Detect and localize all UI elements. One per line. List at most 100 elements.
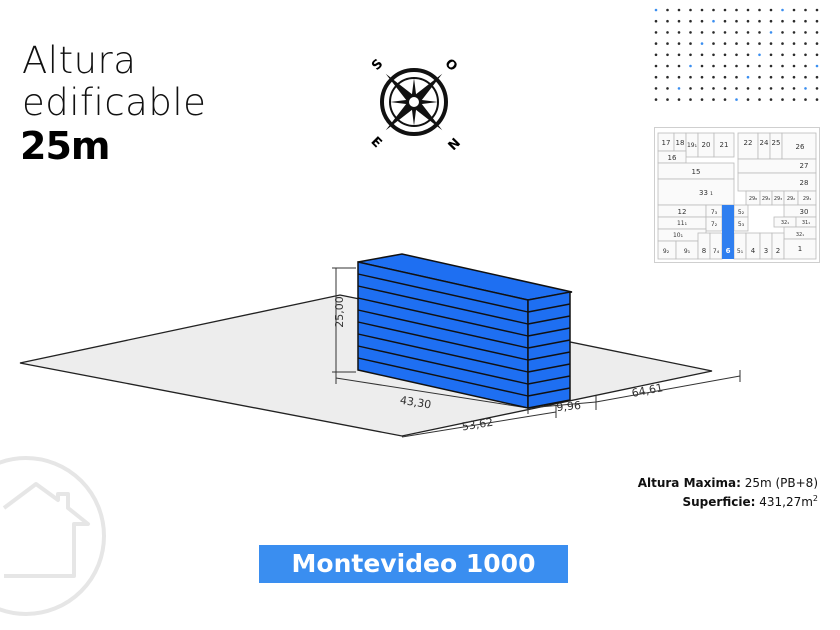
grid-dot [735, 8, 738, 12]
grid-dot [815, 64, 819, 68]
grid-dot [712, 87, 715, 90]
grid-dot [758, 64, 761, 68]
grid-dot [804, 8, 807, 12]
grid-dot [666, 53, 669, 57]
grid-dot [735, 31, 738, 34]
grid-dot [804, 98, 807, 101]
grid-dot [723, 98, 727, 101]
grid-dot [677, 98, 681, 101]
lot-label: 5₃ [738, 221, 745, 228]
lot-label: 6 [726, 247, 731, 255]
grid-dot [735, 53, 738, 57]
lot-label: 18 [676, 139, 685, 147]
grid-dot [666, 98, 669, 101]
compass-rose-icon: S O E N [368, 58, 464, 150]
grid-dot [723, 8, 727, 12]
lot-label: 32₁ [796, 232, 804, 238]
grid-dot [700, 31, 704, 34]
grid-dot [769, 31, 773, 34]
floor-line [357, 273, 529, 313]
dim-front-left-label: 43,30 [399, 394, 432, 412]
dim-height-label: 25,00 [333, 296, 346, 328]
lot-label: 2 [776, 247, 780, 255]
grid-dot [723, 75, 727, 79]
grid-dot [746, 64, 750, 68]
floor-line [357, 285, 529, 325]
grid-dot [758, 87, 761, 90]
lot-label: 7₃ [711, 209, 718, 216]
grid-dot [792, 98, 796, 101]
grid-dot [781, 53, 784, 57]
compass-label-s: S [369, 58, 386, 74]
grid-dot [758, 98, 761, 101]
grid-dot [666, 87, 669, 90]
lot-label: 21 [720, 141, 729, 149]
compass-label-e: E [368, 134, 385, 150]
grid-dot [781, 31, 784, 34]
grid-dot [815, 42, 819, 45]
grid-dot [677, 64, 681, 68]
floor-line [527, 339, 571, 349]
lot-label: 29₁ [803, 196, 811, 202]
grid-dot [712, 31, 715, 34]
grid-dot [781, 64, 784, 68]
dot-grid-decoration [654, 8, 819, 101]
lot-label: 1 [798, 245, 802, 253]
superficie-row: Superficie: 431,27m2 [518, 491, 819, 510]
lot-label: 15 [692, 168, 701, 176]
grid-dot [792, 64, 796, 68]
info-block: Altura Maxima: 25m (PB+8) Superficie: 43… [518, 476, 818, 510]
compass-label-o: O [442, 58, 460, 75]
grid-dot [700, 42, 704, 45]
grid-dot [677, 87, 681, 90]
grid-dot [666, 64, 669, 68]
grid-dot [666, 31, 669, 34]
grid-dot [735, 75, 738, 79]
grid-dot [677, 8, 681, 12]
lot-label: 5₂ [738, 209, 745, 216]
title-line-1: Altura [22, 39, 137, 82]
altura-maxima-value: 25m (PB+8) [744, 476, 818, 490]
grid-dot [781, 8, 784, 12]
lot-label: 29₂ [787, 196, 795, 202]
floor-line [357, 357, 529, 397]
house-logo-icon [0, 456, 106, 616]
altura-maxima-label: Altura Maxima: [637, 476, 741, 490]
lot-label: 29₃ [774, 196, 782, 202]
grid-dot [735, 98, 738, 101]
title-line-2: edificable [22, 81, 207, 124]
lot-label: 17 [662, 139, 671, 147]
grid-dot [723, 31, 727, 34]
grid-dot [712, 19, 715, 23]
grid-dot [712, 8, 715, 12]
lot-label: 7₂ [711, 221, 718, 228]
grid-dot [758, 31, 761, 34]
grid-dot [746, 42, 750, 45]
dim-front-middle-label: 9,96 [556, 399, 582, 414]
lot-label: 31₁ [802, 220, 810, 226]
lot-label: 9₂ [663, 248, 670, 255]
altura-maxima-row: Altura Maxima: 25m (PB+8) [518, 476, 818, 491]
grid-dot [700, 53, 704, 57]
lot-label: 33 ₁ [699, 189, 713, 197]
lot-label: 11₁ [677, 220, 688, 227]
compass-label-n: N [446, 136, 464, 150]
grid-dot [815, 75, 819, 79]
grid-dot [769, 53, 773, 57]
lot-label: 9₁ [684, 248, 691, 255]
superficie-value: 431,27m [759, 495, 813, 509]
grid-dot [792, 31, 796, 34]
dim-bottom-label: 53,62 [461, 416, 494, 434]
grid-dot [723, 42, 727, 45]
grid-dot [677, 53, 681, 57]
grid-dot [746, 98, 750, 101]
grid-dot [712, 53, 715, 57]
lot-label: 25 [772, 139, 781, 147]
grid-dot [758, 19, 761, 23]
grid-dot [735, 87, 738, 90]
dim-right-side-label: 64,61 [631, 381, 664, 400]
grid-dot [654, 98, 658, 101]
grid-dot [677, 42, 681, 45]
grid-dot [746, 8, 750, 12]
grid-dot [781, 19, 784, 23]
